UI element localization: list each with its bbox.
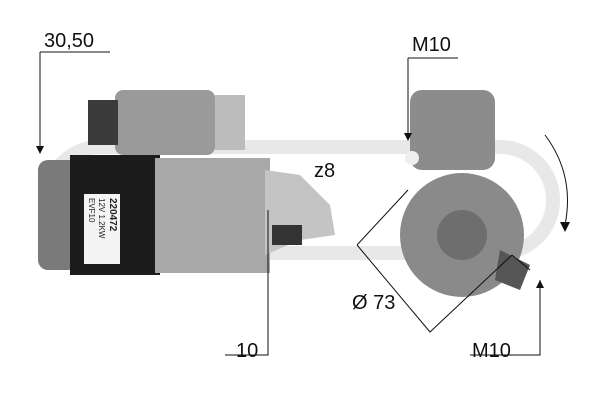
teeth-count-label: z8 — [314, 160, 336, 182]
rating: 12V 1.2KW — [97, 198, 106, 239]
starter-side-view — [38, 90, 335, 275]
terminal-dimension-label: 30,50 — [44, 30, 95, 52]
starter-end-view — [400, 90, 530, 297]
product-label-plate: 220472 12V 1.2KW EVF10 — [84, 194, 120, 264]
diameter-label: Ø 73 — [352, 292, 396, 314]
arrowheads — [36, 133, 570, 288]
offset-dimension-label: 10 — [236, 340, 259, 362]
part-number: 220472 — [107, 198, 118, 232]
dimension-lines — [39, 51, 568, 356]
model-code: EVF10 — [87, 198, 96, 223]
mount-top-label: M10 — [412, 34, 451, 56]
mount-bottom-label: M10 — [472, 340, 511, 362]
